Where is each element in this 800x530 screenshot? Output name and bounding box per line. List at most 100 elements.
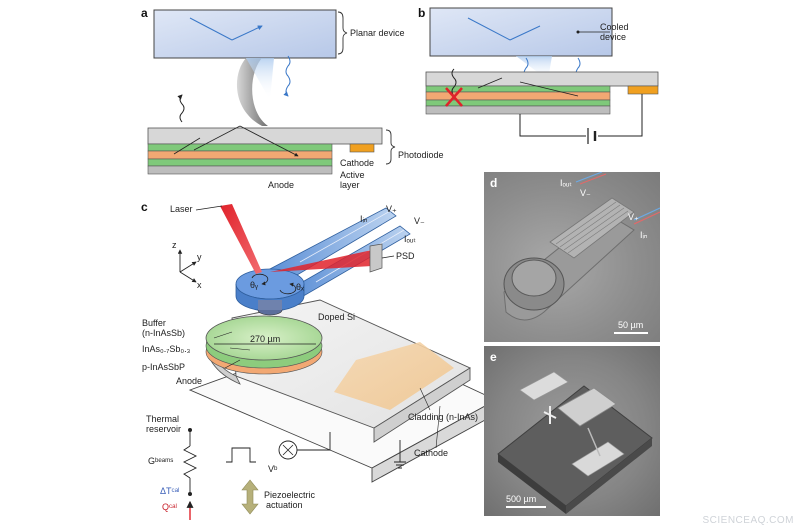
active-layer <box>147 150 333 160</box>
bottom-layer <box>147 165 333 175</box>
e-scale-label: 500 µm <box>506 494 537 504</box>
planar-device-brace <box>337 11 348 55</box>
ray-left <box>193 125 241 151</box>
v-plus-label: V₊ <box>386 204 397 214</box>
cooled-label-2: device <box>600 32 627 42</box>
i-in-label: Iᵢₙ <box>360 214 368 224</box>
inassb-label: InAs₀.₇Sb₀.₃ <box>142 344 191 354</box>
reflected-beam <box>270 250 372 272</box>
layer-label-a: layer <box>340 180 360 190</box>
photodiode-label: Photodiode <box>398 150 444 160</box>
doped-si-label: Doped Si <box>318 312 356 322</box>
laser-label: Laser <box>170 204 193 214</box>
credit-watermark: SCIENCEAQ.COM <box>702 515 794 526</box>
sem-image-d: d Iₒᵤₜ V₋ V₊ Iᵢₙ 50 µm <box>484 172 660 342</box>
cladding-leader <box>419 387 431 411</box>
ray-right <box>239 125 299 157</box>
theta-x-arrow <box>279 282 297 295</box>
piezo-label-1: Piezoelectric <box>264 490 316 500</box>
panel-b-diagram <box>425 7 659 144</box>
p-inassbp-label: p-InAsSbP <box>142 362 186 372</box>
cladding-label: Cladding (n-InAs) <box>408 412 479 422</box>
panel-letter-a: a <box>141 6 148 20</box>
i-out-label: Iₒᵤₜ <box>404 234 416 244</box>
v-b-label: Vᵇ <box>268 464 278 474</box>
buffer-label-1: Buffer <box>142 318 166 328</box>
blue-glow <box>246 58 274 100</box>
buffer-leader <box>213 331 233 339</box>
anode-label-a: Anode <box>268 180 295 190</box>
thermal-wave-up <box>177 94 185 123</box>
circuit-left <box>519 114 586 137</box>
panel-letter-e: e <box>490 350 497 364</box>
ray-inner <box>173 137 201 155</box>
theta-x-label: θₓ <box>296 282 304 292</box>
d-scale-bar <box>614 332 648 334</box>
theta-y-arrow <box>251 273 269 286</box>
inassb-leader <box>229 347 251 351</box>
reflected-ray <box>231 25 263 41</box>
b-cathode-contact <box>627 85 659 95</box>
psd-leader <box>381 255 395 259</box>
pillar-body <box>258 300 282 310</box>
b-top-layer <box>425 71 659 87</box>
psd-detector <box>369 243 383 273</box>
cathode-contact <box>349 143 375 153</box>
sem-e-drawing <box>497 371 653 514</box>
q-cal-label: Qᶜᵃˡ <box>162 502 177 512</box>
axes-triad <box>177 249 197 283</box>
cathode-label-a: Cathode <box>340 158 375 168</box>
b-reflected-ray <box>509 25 541 41</box>
sem-d-drawing <box>503 172 660 321</box>
green-layer-2 <box>147 158 333 167</box>
cathode-label-c: Cathode <box>414 448 449 458</box>
cantilever-pad-side <box>235 283 305 312</box>
buffer-label-2: (n-InAsSb) <box>142 328 186 338</box>
width-label: 270 µm <box>250 334 281 344</box>
incident-ray <box>189 17 233 41</box>
piezo-label-2: actuation <box>266 500 303 510</box>
circuit-right <box>598 94 643 137</box>
green-layer-1 <box>147 143 333 152</box>
d-v-minus-label: V₋ <box>580 188 591 198</box>
d-scale-label: 50 µm <box>618 320 644 330</box>
laser-leader <box>195 205 223 211</box>
d-i-out-label: Iₒᵤₜ <box>560 178 572 188</box>
photodiode-brace <box>385 129 396 165</box>
cladding-region <box>334 342 454 410</box>
p-leader <box>224 359 241 369</box>
planar-device-label: Planar device <box>350 28 405 38</box>
b-thermal-wave <box>451 68 457 97</box>
laser-beam <box>220 204 262 274</box>
anode-label-c: Anode <box>176 376 203 386</box>
axis-y-label: y <box>197 252 202 262</box>
axis-z-label: z <box>172 240 177 250</box>
theta-y-label: θᵧ <box>250 280 258 290</box>
cooled-dot <box>576 30 580 34</box>
panel-letter-c: c <box>141 200 148 214</box>
panel-letter-b: b <box>418 6 426 20</box>
active-label-a: Active <box>340 170 365 180</box>
g-beams-label: Gᵇᵉᵃᵐˢ <box>148 456 174 466</box>
green-disc <box>205 315 323 361</box>
b-ray <box>477 77 503 89</box>
axis-x-label: x <box>197 280 202 290</box>
piezo-arrow <box>241 479 259 515</box>
b-incident-ray <box>467 17 511 41</box>
b-green-2 <box>425 99 611 107</box>
cooled-label-1: Cooled <box>600 22 629 32</box>
arm-stripe-1 <box>299 209 393 263</box>
b-bottom <box>425 105 611 115</box>
cathode-leader <box>435 405 441 449</box>
b-ray-2 <box>519 81 579 97</box>
v-minus-label: V₋ <box>414 216 425 226</box>
e-scale-bar <box>506 506 546 508</box>
d-i-in-label: Iᵢₙ <box>640 230 648 240</box>
panel-c-diagram <box>177 204 497 520</box>
cladding-side <box>373 367 471 443</box>
top-layer <box>147 127 383 145</box>
thermal-circuit <box>182 428 198 520</box>
panel-a-diagram <box>147 9 396 175</box>
psd-label: PSD <box>396 251 415 261</box>
